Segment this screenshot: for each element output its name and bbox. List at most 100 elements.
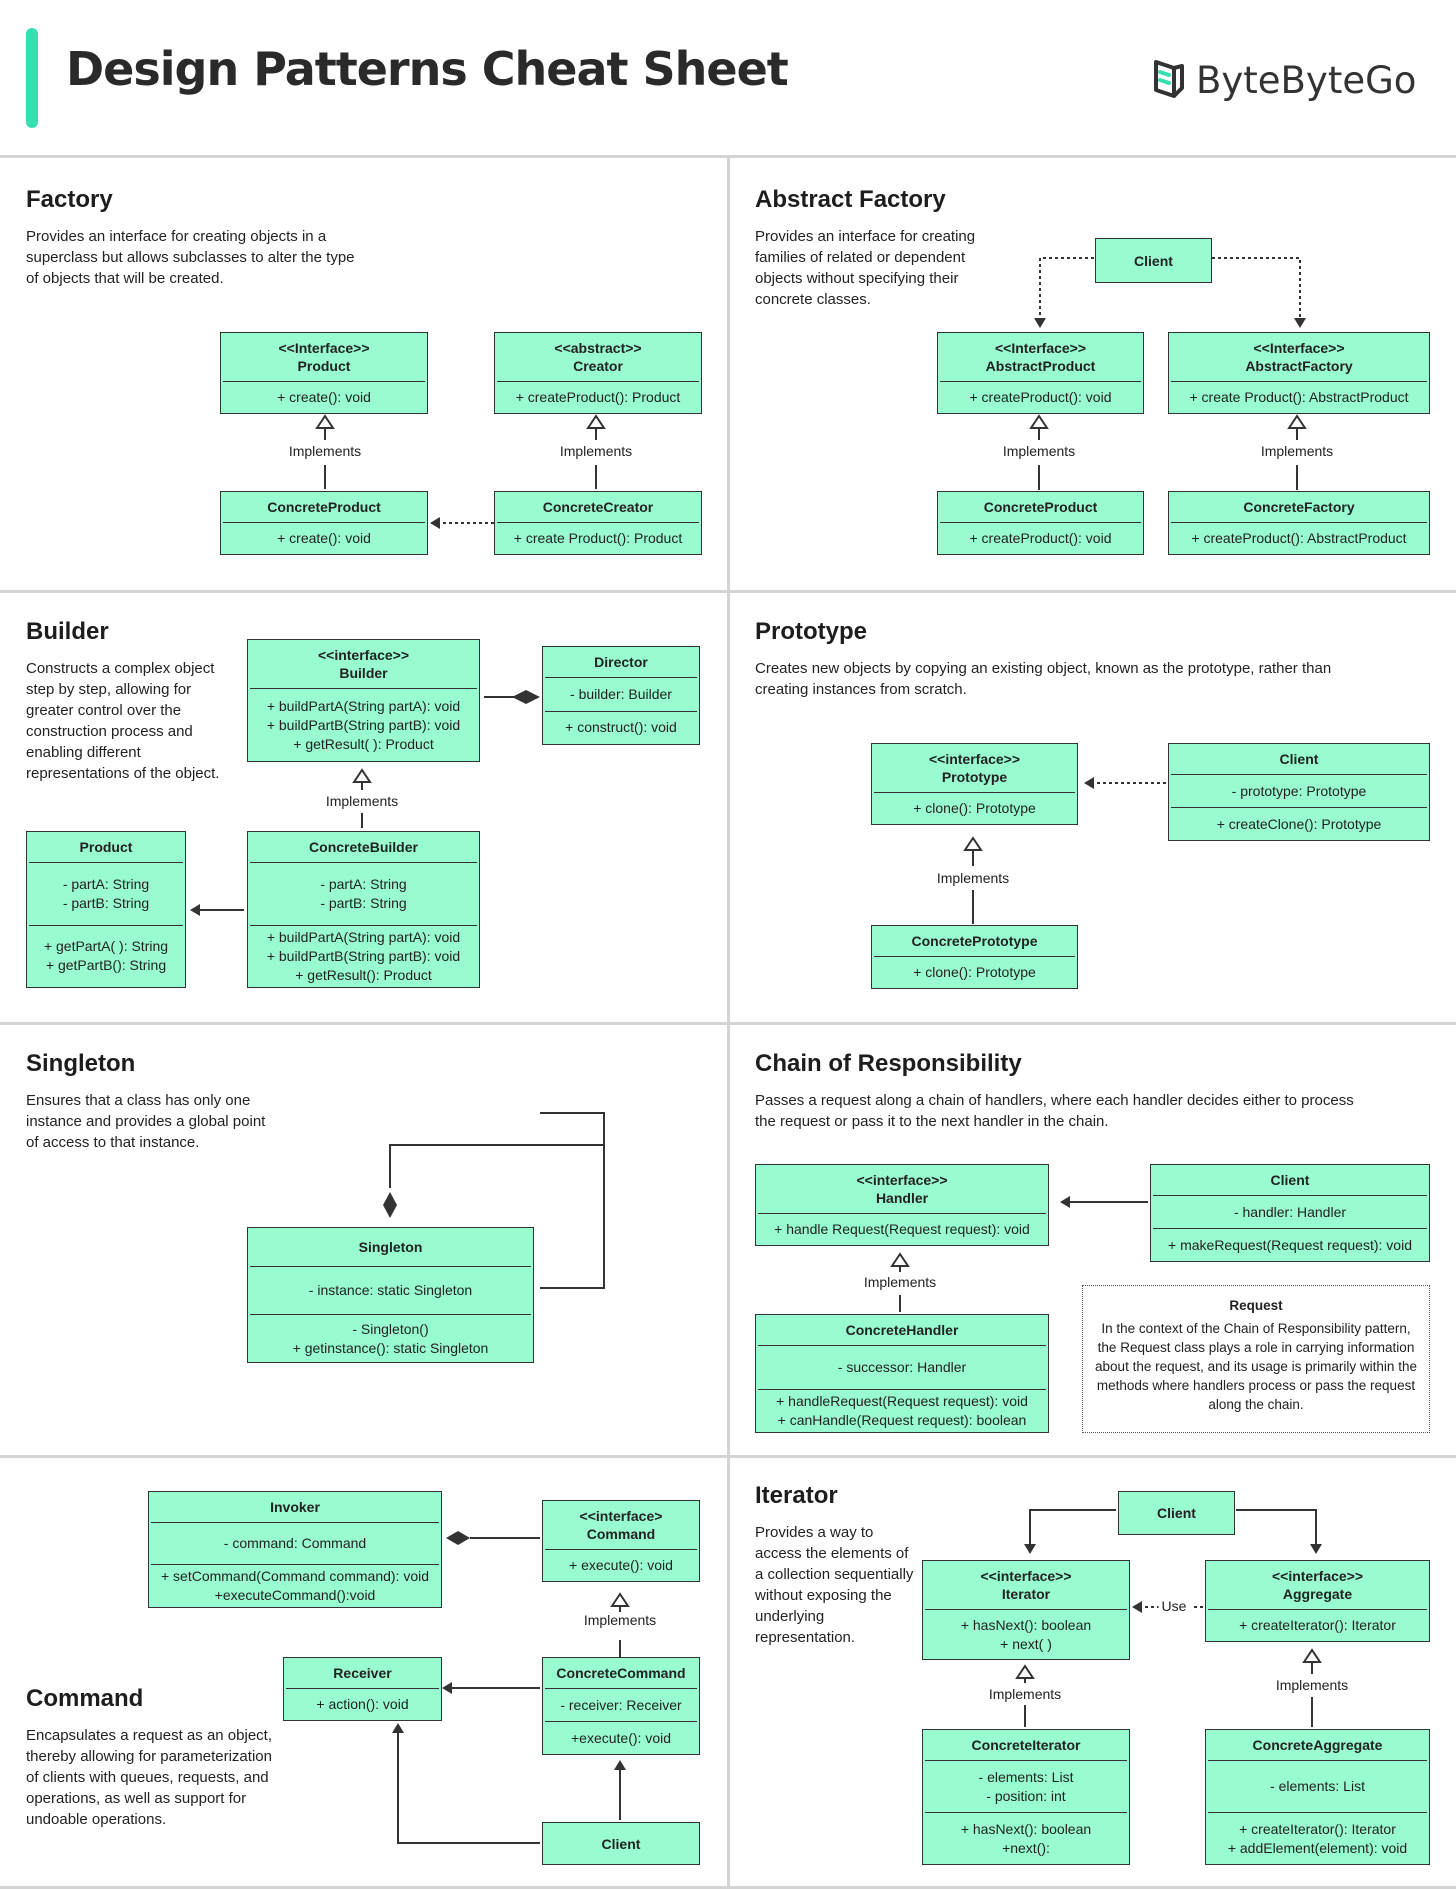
method: + makeRequest(Request request): void <box>1168 1236 1412 1253</box>
class-box-concrete-aggregate: ConcreteAggregate - elements: List + cre… <box>1205 1729 1430 1865</box>
class-box-builder-product: Product - partA: String - partB: String … <box>26 831 186 988</box>
class-box-af-client: Client <box>1095 238 1212 283</box>
method: + getinstance(): static Singleton <box>292 1339 489 1356</box>
note-text: In the context of the Chain of Responsib… <box>1095 1321 1417 1412</box>
implements-label: Implements <box>285 443 365 459</box>
implements-label: Implements <box>556 443 636 459</box>
class-name: Client <box>1134 252 1173 269</box>
header-accent-bar <box>26 28 38 128</box>
implements-label: Implements <box>1272 1677 1352 1693</box>
implements-label: Implements <box>860 1274 940 1290</box>
class-name: Invoker <box>270 1499 320 1515</box>
class-name: ConcreteHandler <box>845 1322 959 1338</box>
method: + action(): void <box>316 1696 409 1712</box>
class-name: ConcreteProduct <box>983 499 1098 515</box>
class-box-factory-product: <<Interface>>Product + create(): void <box>220 332 428 414</box>
note-title: Request <box>1229 1298 1283 1313</box>
method: + clone(): Prototype <box>913 964 1036 980</box>
request-note: Request In the context of the Chain of R… <box>1082 1285 1430 1433</box>
method: + execute(): void <box>569 1557 673 1573</box>
method: +next(): <box>1002 1839 1050 1856</box>
field: - elements: List <box>1270 1778 1365 1794</box>
method: + construct(): void <box>565 719 677 736</box>
class-name: Builder <box>339 665 388 681</box>
method: + createIterator(): Iterator <box>1239 1617 1396 1633</box>
method: + create(): void <box>277 530 371 546</box>
class-name: AbstractFactory <box>1245 358 1353 374</box>
implements-label: Implements <box>933 870 1013 886</box>
method: + hasNext(): boolean <box>960 1616 1092 1633</box>
class-box-prototype-client: Client - prototype: Prototype + createCl… <box>1168 743 1430 841</box>
class-box-command-client: Client <box>542 1822 700 1865</box>
class-box-builder-interface: <<interface>>Builder + buildPartA(String… <box>247 639 480 762</box>
stereotype: <<Interface>> <box>994 340 1087 356</box>
section-title-builder: Builder <box>26 618 109 645</box>
page-title: Design Patterns Cheat Sheet <box>66 42 789 96</box>
section-desc-builder: Constructs a complex object step by step… <box>26 660 220 782</box>
field: - partB: String <box>62 894 150 911</box>
class-name: ConcreteIterator <box>971 1737 1081 1753</box>
implements-label: Implements <box>999 443 1079 459</box>
stereotype: <<interface>> <box>980 1568 1072 1584</box>
class-name: Prototype <box>941 769 1008 785</box>
method: + createIterator(): Iterator <box>1239 1820 1396 1837</box>
class-box-factory-concrete-product: ConcreteProduct + create(): void <box>220 491 428 555</box>
class-name: Receiver <box>333 1665 392 1681</box>
class-name: ConcreteFactory <box>1243 499 1355 515</box>
method: +executeCommand():void <box>214 1587 376 1603</box>
section-title-singleton: Singleton <box>26 1050 136 1077</box>
use-label: Use <box>1158 1598 1190 1614</box>
method: + create Product(): AbstractProduct <box>1189 389 1409 405</box>
field: - builder: Builder <box>570 685 672 702</box>
stereotype: <<interface>> <box>1271 1568 1364 1584</box>
method: + addElement(element): void <box>1227 1839 1408 1856</box>
class-name: Client <box>1157 1505 1196 1521</box>
implements-label: Implements <box>985 1686 1065 1702</box>
bytebytego-logo-icon <box>1154 60 1184 98</box>
method: + buildPartB(String partB): void <box>266 716 461 733</box>
stereotype: <<interface>> <box>928 751 1021 767</box>
class-name: ConcreteBuilder <box>309 839 418 855</box>
field: - position: int <box>986 1787 1066 1804</box>
class-box-director: Director - builder: Builder + construct(… <box>542 646 700 745</box>
implements-label: Implements <box>1257 443 1337 459</box>
field: - partA: String <box>62 875 150 892</box>
class-name: Product <box>297 358 351 374</box>
section-title-chain: Chain of Responsibility <box>755 1050 1022 1077</box>
class-box-chain-client: Client - handler: Handler + makeRequest(… <box>1150 1164 1430 1262</box>
section-title-iterator: Iterator <box>755 1482 838 1509</box>
field: - handler: Handler <box>1233 1203 1347 1220</box>
class-box-concrete-command: ConcreteCommand - receiver: Receiver +ex… <box>542 1657 700 1755</box>
method: + setCommand(Command command): void <box>160 1568 430 1584</box>
class-name: Product <box>79 839 133 855</box>
field: - successor: Handler <box>837 1358 967 1375</box>
class-name: Iterator <box>1001 1586 1051 1602</box>
class-name: ConcreteAggregate <box>1252 1737 1383 1753</box>
class-box-concrete-prototype: ConcretePrototype + clone(): Prototype <box>871 925 1078 989</box>
field: - command: Command <box>223 1535 367 1551</box>
method: + createProduct(): void <box>969 389 1112 405</box>
field: - prototype: Prototype <box>1231 782 1367 799</box>
method: + create(): void <box>277 389 371 405</box>
class-name: ConcreteCommand <box>556 1665 686 1681</box>
brand-logo: ByteByteGo <box>1152 50 1416 110</box>
field: - partB: String <box>320 894 407 911</box>
class-box-concrete-handler: ConcreteHandler - successor: Handler + h… <box>755 1314 1049 1433</box>
class-name: ConcreteProduct <box>267 499 381 515</box>
class-box-receiver: Receiver + action(): void <box>283 1657 442 1721</box>
class-box-af-concrete-factory: ConcreteFactory + createProduct(): Abstr… <box>1168 491 1430 555</box>
brand-name: ByteByteGo <box>1196 58 1417 102</box>
method: + handleRequest(Request request): void <box>776 1392 1028 1409</box>
class-box-factory-concrete-creator: ConcreteCreator + create Product(): Prod… <box>494 491 702 555</box>
method: + handle Request(Request request): void <box>774 1221 1030 1237</box>
class-box-iterator-interface: <<interface>> Iterator + hasNext(): boole… <box>922 1560 1130 1660</box>
class-box-invoker: Invoker - command: Command + setCommand(… <box>148 1491 442 1608</box>
section-title-command: Command <box>26 1685 144 1712</box>
section-desc-prototype: Creates new objects by copying an existi… <box>755 660 1332 698</box>
implements-label: Implements <box>580 1612 660 1628</box>
section-desc-factory: Provides an interface for creating objec… <box>26 228 355 287</box>
class-box-command-interface: <<interface>Command + execute(): void <box>542 1500 700 1582</box>
stereotype: <<interface> <box>579 1508 663 1524</box>
method: + createClone(): Prototype <box>1216 815 1382 832</box>
